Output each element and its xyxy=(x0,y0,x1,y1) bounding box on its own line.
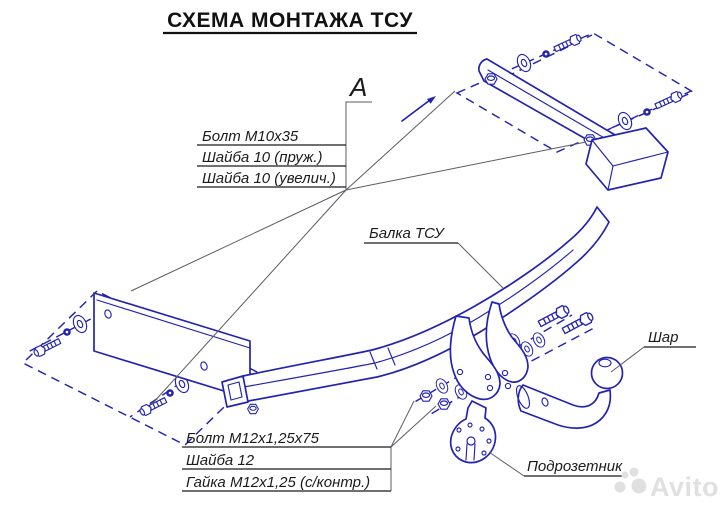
label-washer10-enlarged: Шайба 10 (увелич.) xyxy=(202,170,336,187)
callout-lines xyxy=(130,90,645,491)
label-beam: Балка ТСУ xyxy=(369,225,445,242)
beam-bracket-plates xyxy=(449,301,529,401)
label-socket-plate: Подрозетник xyxy=(527,458,623,475)
label-ball: Шар xyxy=(648,329,679,346)
avito-watermark-text: Avito xyxy=(650,472,719,502)
label-washer10-spring: Шайба 10 (пруж.) xyxy=(202,149,323,166)
top-bolt-washer-set xyxy=(514,32,685,133)
beam-left-end-plate xyxy=(93,292,251,400)
label-nut-m12: Гайка М12х1,25 (с/контр.) xyxy=(186,474,370,491)
avito-logo-icon xyxy=(614,467,647,494)
beam-right-end-block xyxy=(585,127,669,191)
label-underlines xyxy=(163,31,696,492)
hitch-ball xyxy=(590,356,624,390)
socket-mount-plate xyxy=(449,400,497,464)
hitch-ball-tongue xyxy=(515,356,624,429)
avito-watermark: Avito xyxy=(614,467,719,502)
view-a-arrow xyxy=(401,96,436,122)
label-washer12: Шайба 12 xyxy=(186,452,255,469)
label-bolt-m12: Болт М12х1,25х75 xyxy=(186,430,320,447)
page-title: СХЕМА МОНТАЖА ТСУ xyxy=(167,9,413,32)
label-bolt-m10: Болт М10х35 xyxy=(202,128,299,145)
tow-beam xyxy=(221,206,610,415)
view-a-marker: A xyxy=(348,72,367,102)
top-mounting-plane-dashed xyxy=(455,32,695,153)
